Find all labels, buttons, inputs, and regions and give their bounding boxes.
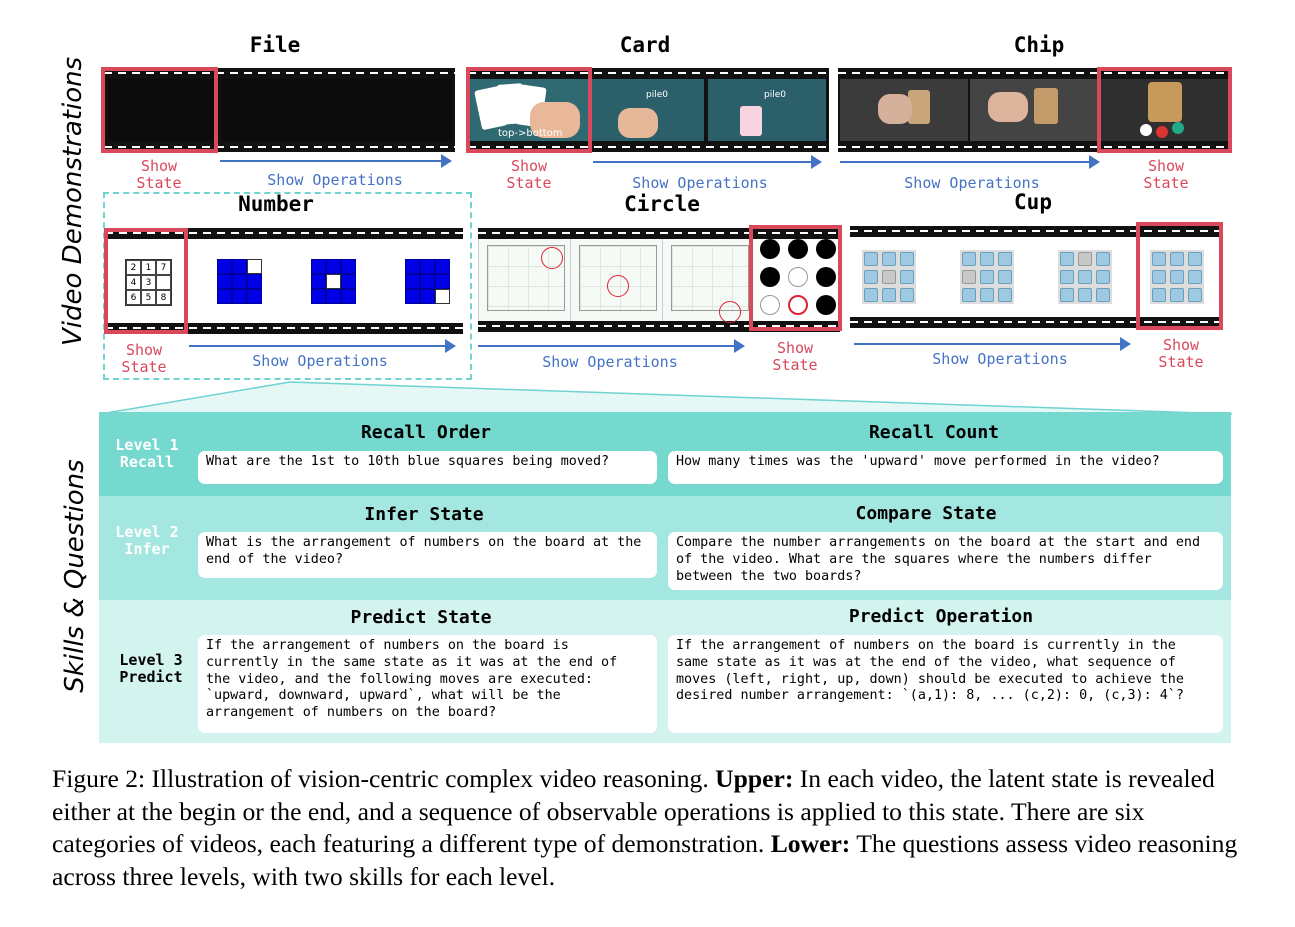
category-title-cup: Cup [1014, 190, 1052, 214]
category-title-file: File [249, 33, 301, 57]
card-state-highlight [466, 67, 592, 153]
card-pile-label-1: pile0 [646, 90, 668, 100]
file-state-highlight [101, 67, 218, 153]
number-op-frame-1 [217, 259, 262, 304]
chip-show-ops: Show Operations [904, 174, 1040, 192]
circle-state-highlight [749, 225, 842, 331]
chip-video-strip [838, 68, 1230, 152]
skill-title-predict-state: Predict State [350, 607, 492, 628]
file-show-state: Show State [136, 157, 182, 192]
caption-upper-label: Upper: [715, 764, 794, 793]
number-cell: 8 [156, 290, 171, 305]
number-cell: 6 [126, 290, 141, 305]
cup-show-state: Show State [1158, 336, 1204, 371]
circle-state-board [756, 235, 840, 319]
number-video-strip: 2 1 7 4 3 6 5 8 [105, 228, 463, 334]
category-title-chip: Chip [1013, 33, 1065, 57]
question-compare-state: Compare the number arrangements on the b… [668, 532, 1223, 590]
number-cell: 4 [126, 275, 141, 290]
number-cell: 1 [141, 260, 156, 275]
card-overlay-text: top->bottom [498, 128, 563, 139]
chip-ops-arrow [840, 155, 1100, 169]
number-show-state: Show State [121, 341, 167, 376]
cup-ops-arrow [854, 337, 1131, 351]
caption-prefix: Figure 2: Illustration of vision-centric… [52, 764, 716, 793]
caption-lower-label: Lower: [770, 829, 851, 859]
circle-video-strip [478, 228, 840, 332]
card-ops-arrow [593, 155, 822, 169]
skills-questions-label: Skills & Questions [60, 459, 90, 693]
chip-show-state: Show State [1143, 157, 1189, 192]
file-ops-arrow [220, 154, 452, 168]
number-state-highlight [104, 228, 188, 334]
question-predict-state: If the arrangement of numbers on the boa… [198, 635, 657, 733]
cup-show-ops: Show Operations [932, 350, 1068, 368]
caption-upper-text: In each video, the latent state is revea… [52, 764, 1215, 859]
number-to-skills-connector [99, 381, 1233, 415]
circle-show-ops: Show Operations [542, 353, 678, 371]
number-state-grid: 2 1 7 4 3 6 5 8 [125, 259, 172, 306]
number-cell: 5 [141, 290, 156, 305]
question-recall-order: What are the 1st to 10th blue squares be… [198, 451, 657, 484]
card-video-strip: pile0 pile0 top->bottom [468, 68, 829, 152]
number-cell: 7 [156, 260, 171, 275]
card-pile-label-2: pile0 [764, 90, 786, 100]
circle-ops-arrow [478, 339, 745, 353]
skill-title-recall-count: Recall Count [868, 422, 1000, 443]
category-title-number: Number [238, 192, 314, 216]
number-op-frame-2 [311, 259, 356, 304]
cup-video-strip [850, 226, 1222, 328]
skill-title-predict-operation: Predict Operation [848, 606, 1034, 627]
circle-show-state: Show State [772, 339, 818, 374]
question-recall-count: How many times was the 'upward' move per… [668, 451, 1223, 484]
chip-state-highlight [1097, 67, 1232, 153]
category-title-card: Card [619, 33, 671, 57]
number-cell [156, 275, 171, 290]
card-show-state: Show State [506, 157, 552, 192]
number-cell: 3 [141, 275, 156, 290]
file-video-strip [104, 68, 455, 152]
skill-title-recall-order: Recall Order [360, 422, 492, 443]
cup-state-highlight [1136, 222, 1223, 330]
number-show-ops: Show Operations [252, 352, 388, 370]
caption-lower-text: The questions assess video reasoning acr… [52, 829, 1238, 891]
file-show-ops: Show Operations [267, 171, 403, 189]
number-cell: 2 [126, 260, 141, 275]
number-op-frame-3 [405, 259, 450, 304]
category-title-circle: Circle [624, 192, 700, 216]
question-infer-state: What is the arrangement of numbers on th… [198, 532, 657, 578]
card-show-ops: Show Operations [632, 174, 768, 192]
number-ops-arrow [189, 339, 456, 353]
figure-caption: Figure 2: Illustration of vision-centric… [52, 763, 1247, 893]
question-predict-operation: If the arrangement of numbers on the boa… [668, 635, 1223, 733]
skill-title-infer-state: Infer State [364, 504, 484, 525]
skill-title-compare-state: Compare State [855, 503, 997, 524]
